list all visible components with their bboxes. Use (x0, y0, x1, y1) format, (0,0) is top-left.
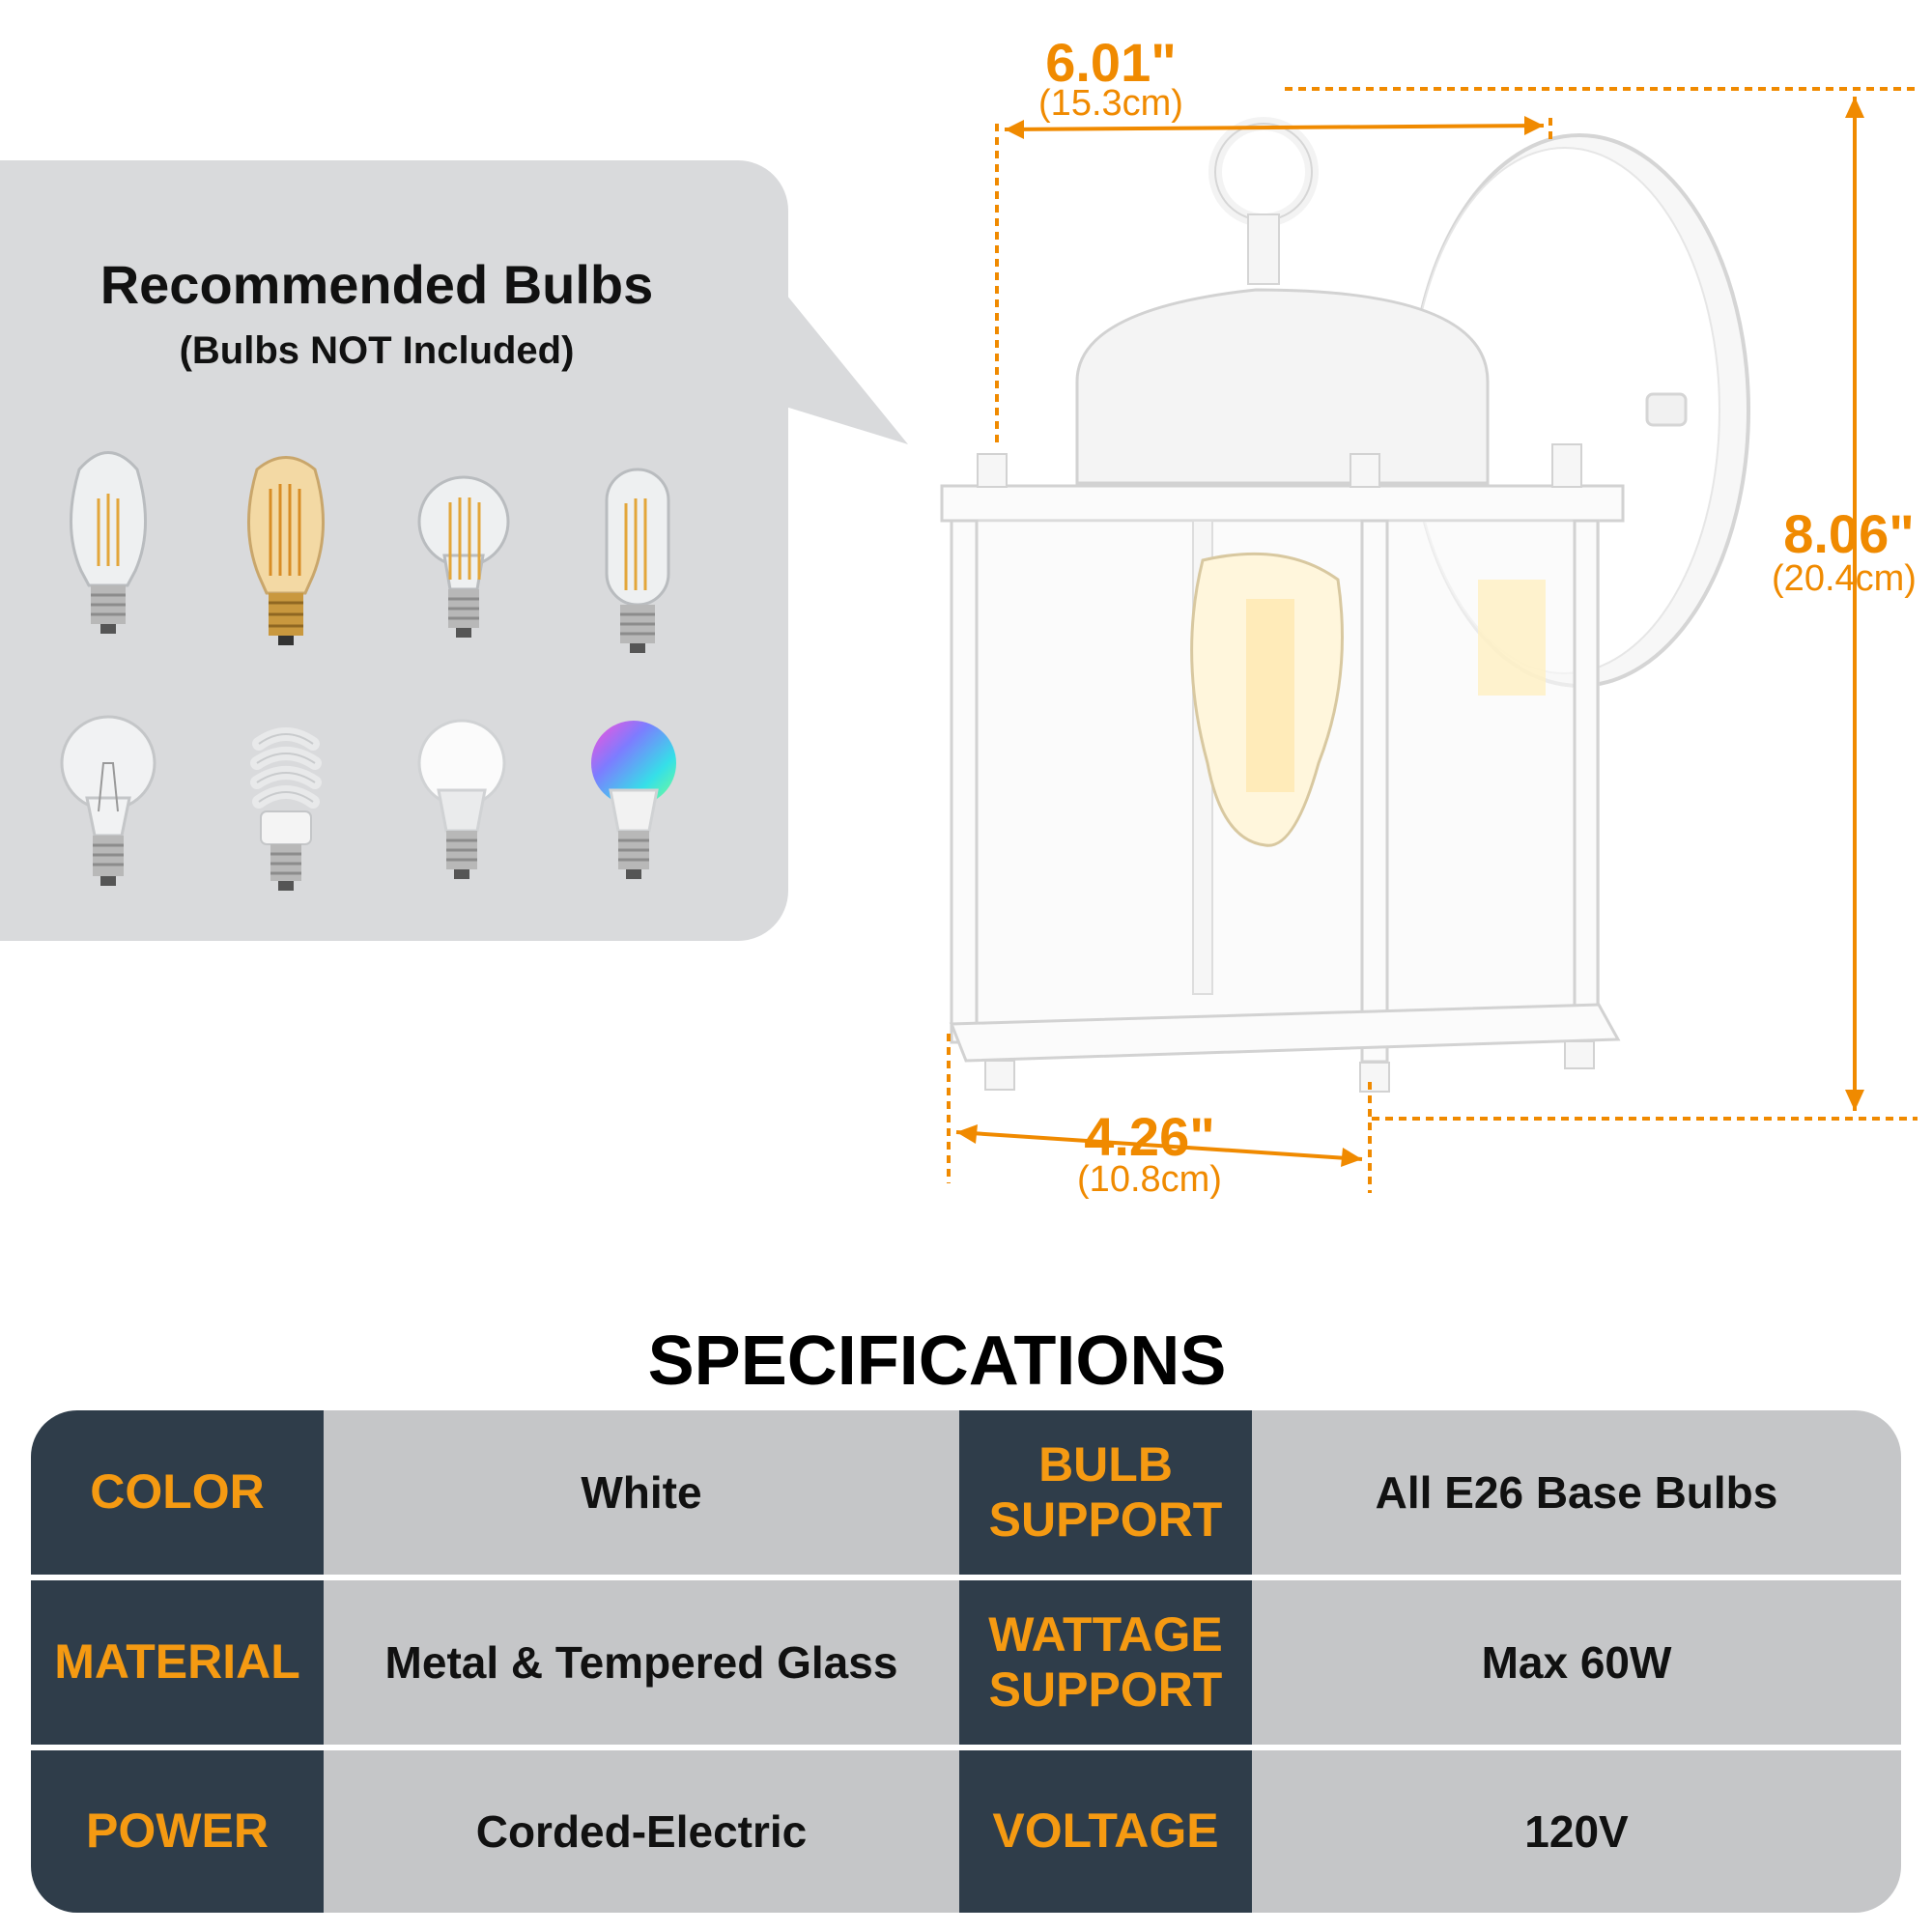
spec-value-power: Corded-Electric (324, 1750, 959, 1913)
spec-value-bulb-support: All E26 Base Bulbs (1252, 1410, 1901, 1575)
spec-row-color: COLOR White BULB SUPPORT All E26 Base Bu… (31, 1410, 1901, 1575)
edison-amber-bulb-icon (246, 456, 326, 645)
spec-label-bulb-support: BULB SUPPORT (959, 1410, 1252, 1575)
spec-value-voltage: 120V (1252, 1750, 1901, 1913)
spec-label-wattage-support: WATTAGE SUPPORT (959, 1580, 1252, 1745)
height-cm-label: (20.4cm) (1772, 558, 1917, 599)
specifications-table: COLOR White BULB SUPPORT All E26 Base Bu… (31, 1410, 1901, 1913)
bulbs-panel-subtitle: (Bulbs NOT Included) (179, 329, 575, 372)
t45-filament-bulb-icon (605, 468, 670, 653)
spec-value-wattage: Max 60W (1252, 1580, 1901, 1745)
spec-label-bulb-support-line1: BULB (1038, 1436, 1173, 1492)
specifications-title: SPECIFICATIONS (647, 1322, 1227, 1400)
spec-label-color: COLOR (31, 1410, 324, 1575)
rgb-smart-bulb-icon (591, 721, 676, 879)
spec-label-material: MATERIAL (31, 1580, 324, 1745)
st64-filament-bulb-icon (69, 451, 148, 634)
width-cm-label: (15.3cm) (1038, 83, 1183, 124)
cfl-spiral-bulb-icon (250, 727, 322, 891)
bulbs-panel-title: Recommended Bulbs (99, 254, 654, 315)
spec-label-voltage: VOLTAGE (959, 1750, 1252, 1913)
spec-value-material: Metal & Tempered Glass (324, 1580, 959, 1745)
depth-cm-label: (10.8cm) (1077, 1159, 1222, 1200)
led-a19-bulb-icon (417, 719, 506, 879)
spec-label-power: POWER (31, 1750, 324, 1913)
spec-row-power: POWER Corded-Electric VOLTAGE 120V (31, 1750, 1901, 1913)
wall-lantern-product-image (940, 87, 1918, 1193)
depth-inches-label: 4.26" (1084, 1106, 1215, 1167)
spec-value-color: White (324, 1410, 959, 1575)
spec-label-wattage-support-line2: SUPPORT (988, 1662, 1223, 1717)
incandescent-bulb-icon (60, 715, 156, 886)
a19-filament-bulb-icon (417, 475, 510, 638)
spec-row-material: MATERIAL Metal & Tempered Glass WATTAGE … (31, 1580, 1901, 1745)
spec-label-bulb-support-line2: SUPPORT (988, 1492, 1223, 1547)
spec-label-wattage-support-line1: WATTAGE (988, 1606, 1223, 1662)
speech-bubble-tail (782, 290, 908, 444)
width-inches-label: 6.01" (1045, 32, 1177, 93)
height-inches-label: 8.06" (1783, 503, 1915, 564)
